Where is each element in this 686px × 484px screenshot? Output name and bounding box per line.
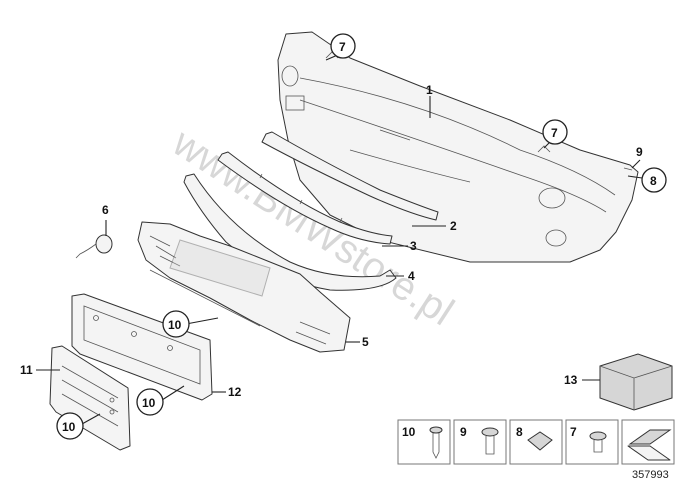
callout-3: 3: [410, 239, 417, 253]
license-plate-bracket: [49, 345, 131, 451]
callout-10-plate: 10: [142, 396, 156, 410]
callout-8: 8: [650, 174, 657, 188]
callout-11: 11: [20, 363, 33, 377]
legend-8: 8: [516, 425, 523, 439]
direction-arrow-icon: [627, 429, 672, 461]
callout-9: 9: [636, 145, 643, 159]
rivet-icon: [589, 431, 607, 453]
callout-4: 4: [408, 269, 415, 283]
callout-12: 12: [228, 385, 242, 399]
fastener-legend: 10 9 8 7: [397, 419, 675, 465]
legend-10: 10: [402, 425, 416, 439]
callouts: 1 2 3 4 5 6 7 7 9 8 10 10 10 11 12 13: [20, 33, 667, 440]
callout-5: 5: [362, 335, 369, 349]
callout-7-right: 7: [551, 126, 558, 140]
license-plate-base: [71, 293, 213, 401]
upper-trim-strip: [261, 131, 439, 221]
lower-grille: [137, 221, 351, 353]
callout-6: 6: [102, 203, 109, 217]
bolt-icon: [481, 427, 499, 455]
legend-9: 9: [460, 425, 467, 439]
callout-7-top: 7: [339, 40, 346, 54]
lower-spoiler-strip: [183, 173, 397, 291]
leader-lines: [36, 53, 643, 425]
legend-7: 7: [570, 425, 577, 439]
reference-number: 357993: [632, 469, 669, 481]
callout-10-grille: 10: [168, 318, 182, 332]
callout-10-bracket: 10: [62, 420, 76, 434]
clip-nut-icon: [527, 431, 553, 451]
callout-2: 2: [450, 219, 457, 233]
callout-1: 1: [426, 83, 433, 97]
tow-hook-cap: [75, 234, 113, 259]
middle-trim-strip: [217, 151, 393, 245]
callout-13: 13: [564, 373, 578, 387]
accessory-box: [599, 353, 673, 411]
screw-icon: [429, 426, 443, 459]
